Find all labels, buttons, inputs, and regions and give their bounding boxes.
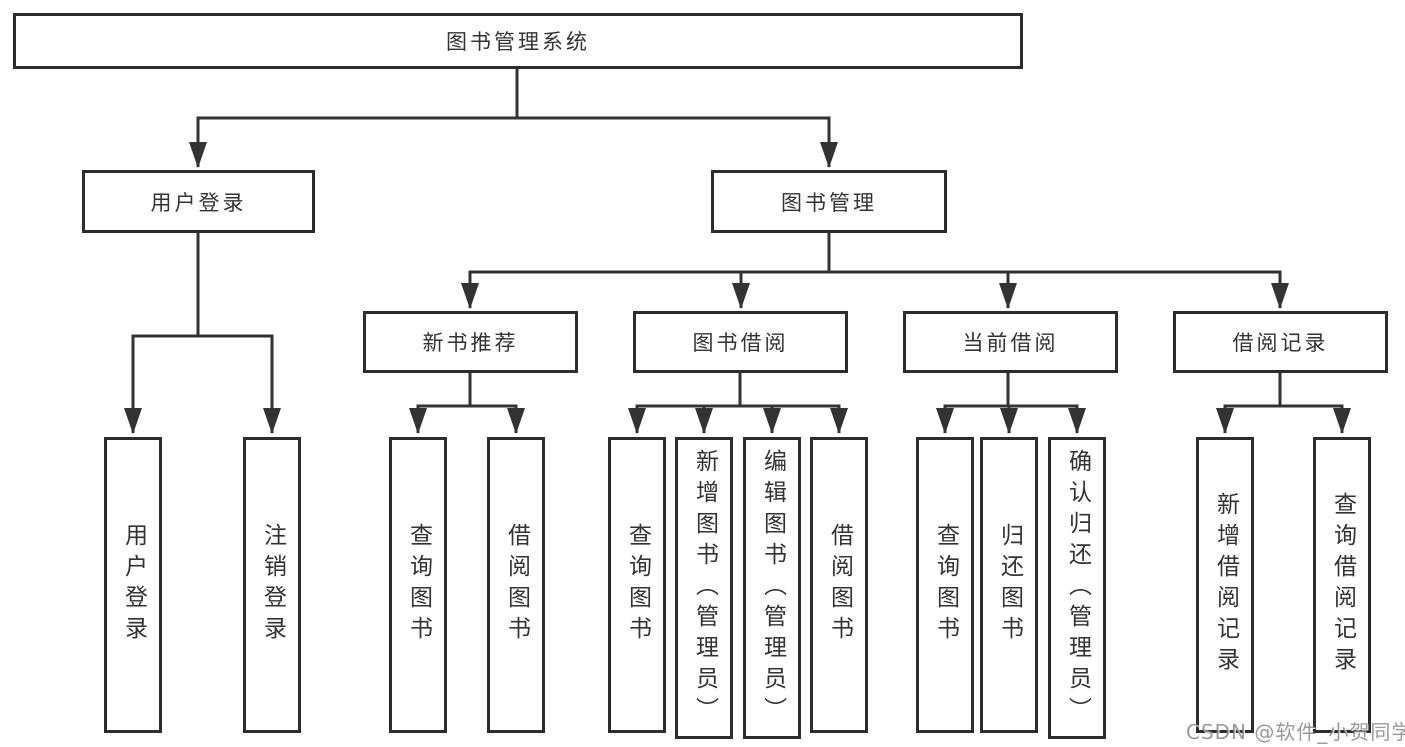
csdn-watermark: CSDN @软件_小贺同学 <box>1186 720 1405 744</box>
edges-book-management <box>461 233 1289 309</box>
node-label: 当前借阅 <box>962 331 1059 355</box>
node-label: 新书推荐 <box>422 331 519 355</box>
node-leaf-query-books: 查询图书 <box>608 437 666 733</box>
node-leaf-user-login: 用户登录 <box>104 437 162 733</box>
edges-new-book-recommend <box>409 373 525 434</box>
node-book-management-system: 图书管理系统 <box>13 13 1023 69</box>
node-leaf-borrow-books: 借阅图书 <box>487 437 545 733</box>
node-leaf-logout: 注销登录 <box>243 437 301 733</box>
node-label: 借阅图书 <box>826 523 853 647</box>
node-user-login: 用户登录 <box>82 170 315 233</box>
node-borrow-records: 借阅记录 <box>1173 311 1388 373</box>
node-label: 查询图书 <box>932 523 959 647</box>
node-leaf-confirm-return-admin: 确认归还（管理员） <box>1048 437 1106 739</box>
node-label: 查询图书 <box>405 523 432 647</box>
edges-book-borrow <box>628 373 848 434</box>
node-label: 图书管理系统 <box>446 30 590 54</box>
node-new-book-recommend: 新书推荐 <box>363 311 578 373</box>
node-label: 用户登录 <box>150 190 247 215</box>
edges-current-borrow <box>936 373 1086 434</box>
node-label: 新增图书（管理员） <box>691 448 718 728</box>
node-label: 查询图书 <box>624 523 651 647</box>
node-leaf-borrow-books: 借阅图书 <box>810 437 868 733</box>
node-current-borrow: 当前借阅 <box>903 311 1118 373</box>
node-leaf-edit-books-admin: 编辑图书（管理员） <box>743 437 801 739</box>
node-book-management: 图书管理 <box>711 170 947 233</box>
node-leaf-return-books: 归还图书 <box>980 437 1038 733</box>
node-label: 借阅记录 <box>1232 331 1329 355</box>
node-label: 新增借阅记录 <box>1212 492 1239 678</box>
node-leaf-query-books: 查询图书 <box>389 437 447 733</box>
edges-user-login <box>124 233 281 434</box>
node-label: 编辑图书（管理员） <box>759 448 786 728</box>
node-leaf-add-books-admin: 新增图书（管理员） <box>675 437 733 739</box>
node-label: 用户登录 <box>120 523 147 647</box>
node-label: 借阅图书 <box>503 523 530 647</box>
node-label: 图书借阅 <box>692 331 789 355</box>
node-leaf-query-books: 查询图书 <box>916 437 974 733</box>
edges-root <box>189 69 838 168</box>
node-label: 图书管理 <box>781 190 877 215</box>
node-leaf-query-borrow-record: 查询借阅记录 <box>1313 437 1371 733</box>
node-label: 查询借阅记录 <box>1329 492 1356 678</box>
node-label: 归还图书 <box>996 523 1023 647</box>
node-label: 确认归还（管理员） <box>1064 448 1091 728</box>
node-leaf-add-borrow-record: 新增借阅记录 <box>1196 437 1254 733</box>
node-label: 注销登录 <box>259 523 286 647</box>
edges-borrow-records <box>1216 373 1351 434</box>
node-book-borrow: 图书借阅 <box>633 311 848 373</box>
